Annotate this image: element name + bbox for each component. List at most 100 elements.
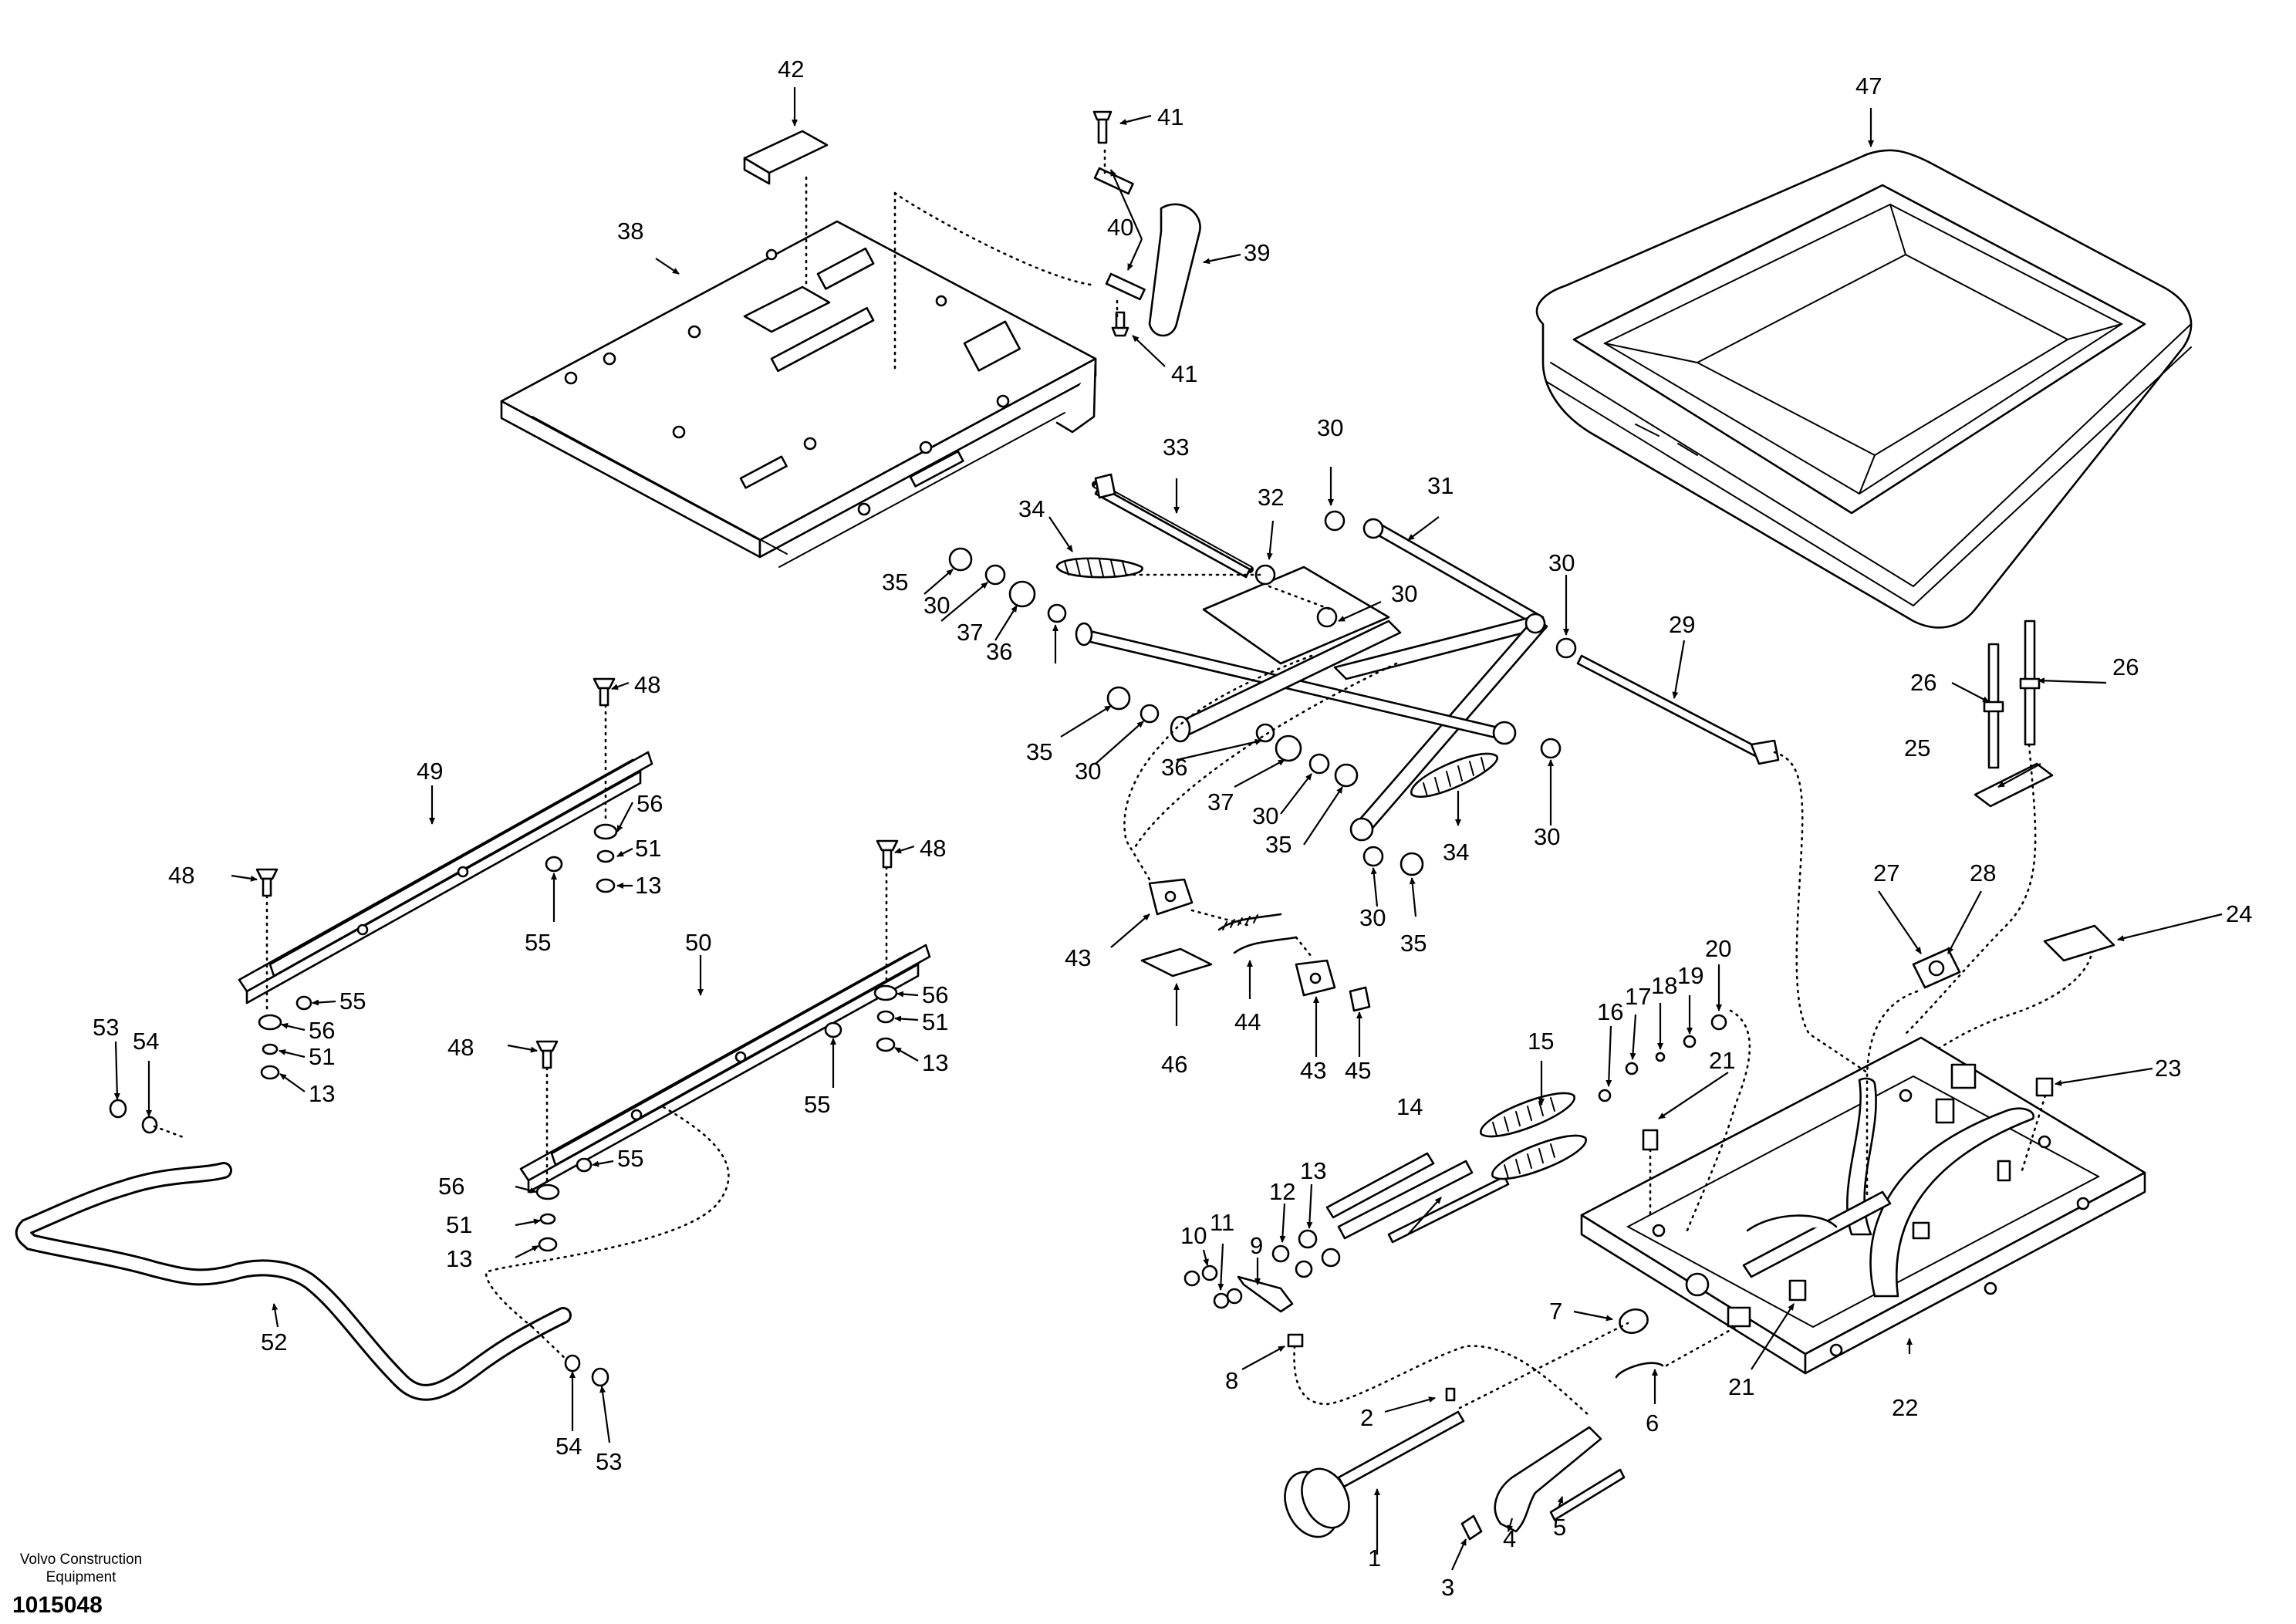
callout-14: 14 xyxy=(1396,1093,1423,1120)
rail-hardware xyxy=(255,677,899,1252)
callout-3: 3 xyxy=(1441,1574,1454,1601)
callout-48-b: 48 xyxy=(168,862,194,889)
callout-13-d: 13 xyxy=(922,1049,948,1076)
shaft-29 xyxy=(1576,654,1768,761)
callout-35-a: 35 xyxy=(882,569,908,596)
fittings-8-13 xyxy=(1183,1014,1727,1348)
callout-16: 16 xyxy=(1597,998,1623,1025)
callout-34-b: 34 xyxy=(1443,839,1469,866)
assembly-lines xyxy=(153,149,2092,1417)
callout-48-d: 48 xyxy=(447,1034,474,1061)
callout-4: 4 xyxy=(1503,1525,1516,1552)
callout-30-a: 30 xyxy=(1317,414,1343,441)
callout-31: 31 xyxy=(1427,472,1454,499)
lower-base-frame xyxy=(1580,1036,2146,1375)
callout-32: 32 xyxy=(1258,484,1284,511)
adjustment-bar xyxy=(15,1099,609,1401)
cushion-tray xyxy=(1535,149,2193,629)
clip-40-top xyxy=(1093,167,1134,195)
callout-30-g: 30 xyxy=(1359,904,1386,931)
callout-56-c: 56 xyxy=(922,981,948,1008)
callout-10: 10 xyxy=(1180,1222,1207,1249)
callout-35-d: 35 xyxy=(1400,930,1427,957)
parts-drawing xyxy=(15,110,2193,1541)
callout-27: 27 xyxy=(1873,859,1899,886)
callout-30-e: 30 xyxy=(1075,758,1101,785)
callout-43-a: 43 xyxy=(1065,944,1091,971)
callout-18: 18 xyxy=(1651,972,1677,999)
callout-5: 5 xyxy=(1553,1514,1566,1541)
shaft-33 xyxy=(1094,484,1251,579)
callout-38: 38 xyxy=(617,218,643,245)
callout-30-f: 30 xyxy=(1252,802,1278,829)
clip-40-bottom xyxy=(1105,272,1146,301)
callout-24: 24 xyxy=(2226,900,2252,927)
callout-55-b: 55 xyxy=(339,988,366,1015)
callout-13: 13 xyxy=(1300,1157,1326,1184)
callout-48-a: 48 xyxy=(634,671,660,698)
callout-40: 40 xyxy=(1107,214,1133,241)
callout-labels: 1 2 3 4 5 6 7 8 9 10 11 12 13 14 15 16 1… xyxy=(93,56,2252,1601)
callout-36-b: 36 xyxy=(1161,754,1187,781)
stud-23 xyxy=(2035,1077,2054,1097)
callout-41-a: 41 xyxy=(1157,103,1183,130)
callout-56-d: 56 xyxy=(438,1173,464,1200)
callout-1: 1 xyxy=(1368,1545,1381,1572)
callout-42: 42 xyxy=(778,56,804,83)
bracket-and-pins xyxy=(1974,620,2054,808)
callout-46: 46 xyxy=(1161,1051,1187,1078)
callout-6: 6 xyxy=(1646,1410,1659,1437)
upper-seat-plate xyxy=(500,220,1097,568)
callout-12: 12 xyxy=(1269,1178,1295,1205)
handwheel-assembly xyxy=(1284,1308,1664,1541)
callout-26: 26 xyxy=(1910,669,1936,696)
callout-21b: 21 xyxy=(1728,1373,1754,1400)
brand-caption: Volvo Construction Equipment xyxy=(0,1551,162,1586)
callout-51-d: 51 xyxy=(446,1211,472,1238)
callout-48-c: 48 xyxy=(920,835,946,862)
callout-30-c: 30 xyxy=(1548,549,1575,576)
callout-51-b: 51 xyxy=(309,1043,335,1070)
seat-rails xyxy=(238,751,931,1194)
callout-51-c: 51 xyxy=(922,1008,948,1035)
callout-21: 21 xyxy=(1709,1047,1735,1074)
callout-26b: 26 xyxy=(2112,653,2139,680)
callout-25: 25 xyxy=(1904,734,1930,761)
callout-55-c: 55 xyxy=(804,1091,830,1118)
stud-21 xyxy=(1642,1129,1659,1151)
callout-15: 15 xyxy=(1528,1028,1554,1055)
callout-52: 52 xyxy=(261,1329,287,1356)
callout-35-c: 35 xyxy=(1265,831,1292,858)
callout-30-d: 30 xyxy=(923,592,950,619)
callout-56-b: 56 xyxy=(309,1017,335,1044)
callout-8: 8 xyxy=(1225,1367,1238,1394)
callout-19: 19 xyxy=(1677,962,1703,989)
callout-22: 22 xyxy=(1892,1394,1918,1421)
callout-13-b: 13 xyxy=(635,872,661,899)
callout-39: 39 xyxy=(1244,239,1270,266)
callout-9: 9 xyxy=(1250,1232,1263,1259)
callout-30-h: 30 xyxy=(1534,823,1560,850)
brand-line-1: Volvo Construction xyxy=(19,1551,143,1568)
springs-15 xyxy=(1480,1092,1587,1180)
document-number: 1015048 xyxy=(12,1592,103,1618)
brand-line-2: Equipment xyxy=(46,1569,116,1585)
callout-13-c: 13 xyxy=(309,1080,335,1107)
callout-41-b: 41 xyxy=(1171,360,1197,387)
callout-11: 11 xyxy=(1210,1209,1234,1236)
callout-37-a: 37 xyxy=(957,619,983,646)
callout-53-a: 53 xyxy=(93,1014,119,1041)
callout-20: 20 xyxy=(1705,935,1731,962)
callout-23: 23 xyxy=(2155,1055,2181,1082)
callout-30-b: 30 xyxy=(1391,580,1417,607)
callout-47: 47 xyxy=(1855,73,1882,100)
callout-51-a: 51 xyxy=(635,835,661,862)
callout-54-b: 54 xyxy=(555,1433,582,1460)
screws-41 xyxy=(1092,110,1129,337)
callout-55-a: 55 xyxy=(525,929,551,956)
callout-2: 2 xyxy=(1360,1404,1373,1431)
callout-50: 50 xyxy=(685,929,711,956)
callout-37-b: 37 xyxy=(1207,788,1234,815)
leader-lines xyxy=(113,87,2223,1571)
